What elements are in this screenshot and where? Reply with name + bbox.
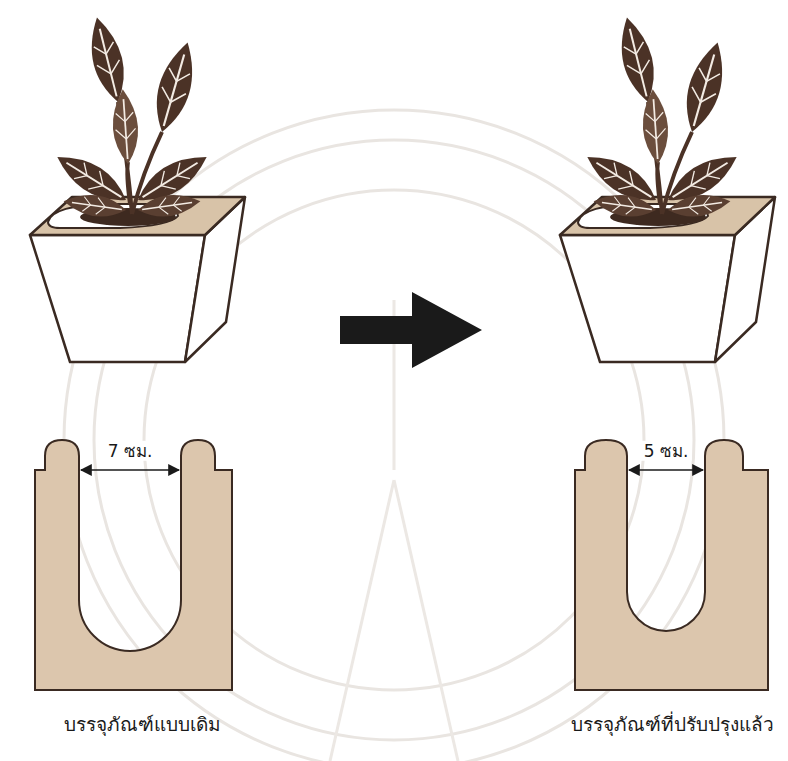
caption-label: บรรจุภัณฑ์ที่ปรับปรุงแล้ว (571, 713, 774, 736)
change-arrow (340, 292, 482, 368)
plant-pot (560, 197, 775, 362)
label-wrap: 5 ซม. (641, 441, 692, 461)
insert-template (35, 440, 232, 690)
label-wrap: บรรจุภัณฑ์ที่ปรับปรุงแล้ว (571, 713, 774, 736)
plant-pot (30, 197, 245, 362)
dimension-label: 7 ซม. (105, 441, 156, 461)
label-wrap: 7 ซม. (105, 441, 156, 461)
dimension-line (629, 469, 703, 471)
caption-label: บรรจุภัณฑ์แบบเดิม (64, 713, 221, 736)
dimension-line (81, 469, 179, 471)
dimension-label: 5 ซม. (641, 441, 692, 461)
plant (580, 14, 744, 220)
plant (50, 14, 214, 220)
insert-template (575, 440, 768, 690)
label-wrap: บรรจุภัณฑ์แบบเดิม (64, 713, 221, 736)
